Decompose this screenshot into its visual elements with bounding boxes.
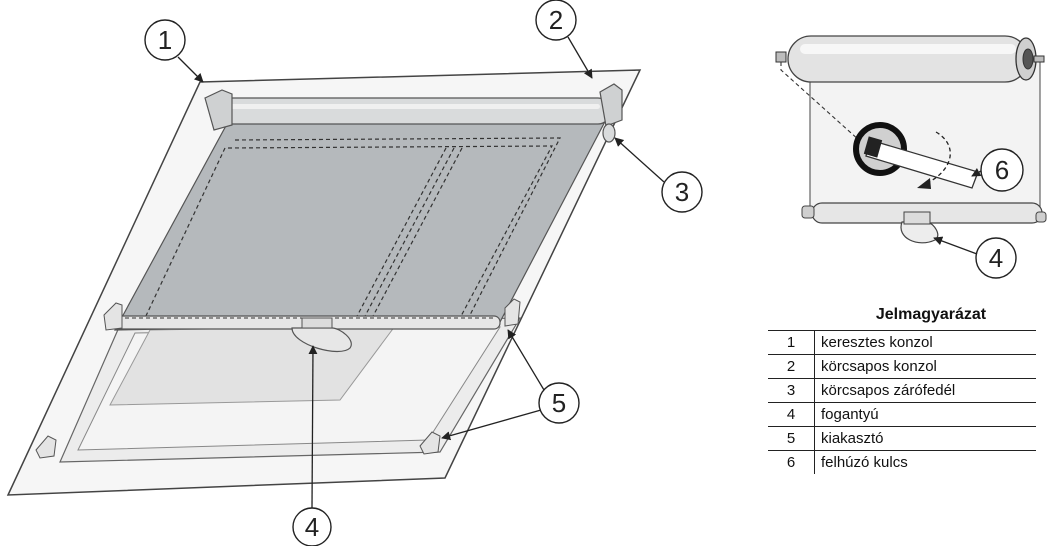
blind-dashed-side (144, 147, 226, 319)
legend-row: 6 felhúzó kulcs (768, 450, 1036, 474)
callout-leader-3 (614, 137, 665, 183)
callout-leader-2 (567, 36, 593, 79)
legend-row: 1 keresztes konzol (768, 330, 1036, 355)
callout-6: 6 (995, 155, 1009, 185)
callout-leader-5a (507, 329, 545, 391)
callout-2: 2 (549, 5, 563, 35)
blind-dashed-outline-2 (227, 145, 554, 319)
legend-row: 5 kiakasztó (768, 426, 1036, 451)
inset-bottom-pin-right (1035, 211, 1047, 223)
hook-right-bar (504, 298, 521, 327)
callout-circle-2 (535, 0, 577, 41)
inset-bottom-pin-left (801, 205, 815, 219)
callout-circle-3 (661, 171, 703, 213)
inset-top-roller (787, 35, 1029, 83)
legend-row: 3 körcsapos zárófedél (768, 378, 1036, 403)
legend-num: 4 (768, 402, 815, 427)
callout-leader-1 (177, 56, 204, 83)
callout-circle-5 (538, 382, 580, 424)
callout-circle-4c (975, 237, 1017, 279)
callout-leader-4-main (308, 345, 318, 509)
inset-roller-pin (1033, 55, 1045, 63)
callout-3: 3 (675, 177, 689, 207)
inset-rotation-arrowhead (917, 178, 931, 189)
legend: Jelmagyarázat 1 keresztes konzol 2 körcs… (768, 306, 1046, 474)
legend-table: 1 keresztes konzol 2 körcsapos konzol 3 … (768, 330, 1036, 474)
inset-handle-grip (903, 211, 931, 225)
legend-num: 1 (768, 330, 815, 355)
hook-right-bottom (419, 431, 441, 455)
hook-left-bar (103, 302, 123, 331)
blind-dashed-outline (234, 137, 561, 316)
winding-key-icon (863, 136, 979, 189)
top-roller (217, 97, 611, 125)
inset-roller-end-core (1022, 48, 1034, 70)
legend-label: körcsapos konzol (814, 354, 1036, 379)
detail-inset: 6 4 (775, 35, 1047, 279)
inset-rotation-arrow (924, 131, 951, 185)
legend-title: Jelmagyarázat (875, 306, 987, 323)
pin-bracket (599, 83, 623, 127)
legend-label: kiakasztó (814, 426, 1036, 451)
legend-num: 3 (768, 378, 815, 403)
top-roller-highlight (228, 104, 600, 109)
inset-dashed-path (780, 62, 871, 151)
legend-num: 2 (768, 354, 815, 379)
inset-roller-pin-left (775, 51, 787, 63)
inset-top-roller-highlight (800, 44, 1016, 54)
legend-label: fogantyú (814, 402, 1036, 427)
callout-group: 1 2 3 5 4 (144, 0, 703, 546)
callout-4-main: 4 (305, 512, 319, 542)
legend-row: 4 fogantyú (768, 402, 1036, 427)
inset-handle (900, 221, 939, 244)
legend-num: 6 (768, 450, 815, 474)
window-illustration (6, 69, 642, 496)
callout-4-inset: 4 (989, 243, 1003, 273)
pin-end-cap (602, 123, 616, 143)
callout-5: 5 (552, 388, 566, 418)
hook-left-bottom (35, 435, 57, 459)
legend-label: felhúzó kulcs (814, 450, 1036, 474)
cross-bracket (204, 89, 233, 131)
legend-row: 2 körcsapos konzol (768, 354, 1036, 379)
callout-leader-5b (441, 409, 542, 441)
callout-leader-6 (971, 168, 982, 177)
blind-handle (291, 327, 352, 353)
callout-1: 1 (158, 25, 172, 55)
callout-leader-4-inset (933, 236, 978, 255)
legend-label: körcsapos zárófedél (814, 378, 1036, 403)
legend-label: keresztes konzol (814, 330, 1036, 355)
callout-circle-1 (144, 19, 186, 61)
legend-num: 5 (768, 426, 815, 451)
blind-handle-grip (301, 317, 333, 329)
